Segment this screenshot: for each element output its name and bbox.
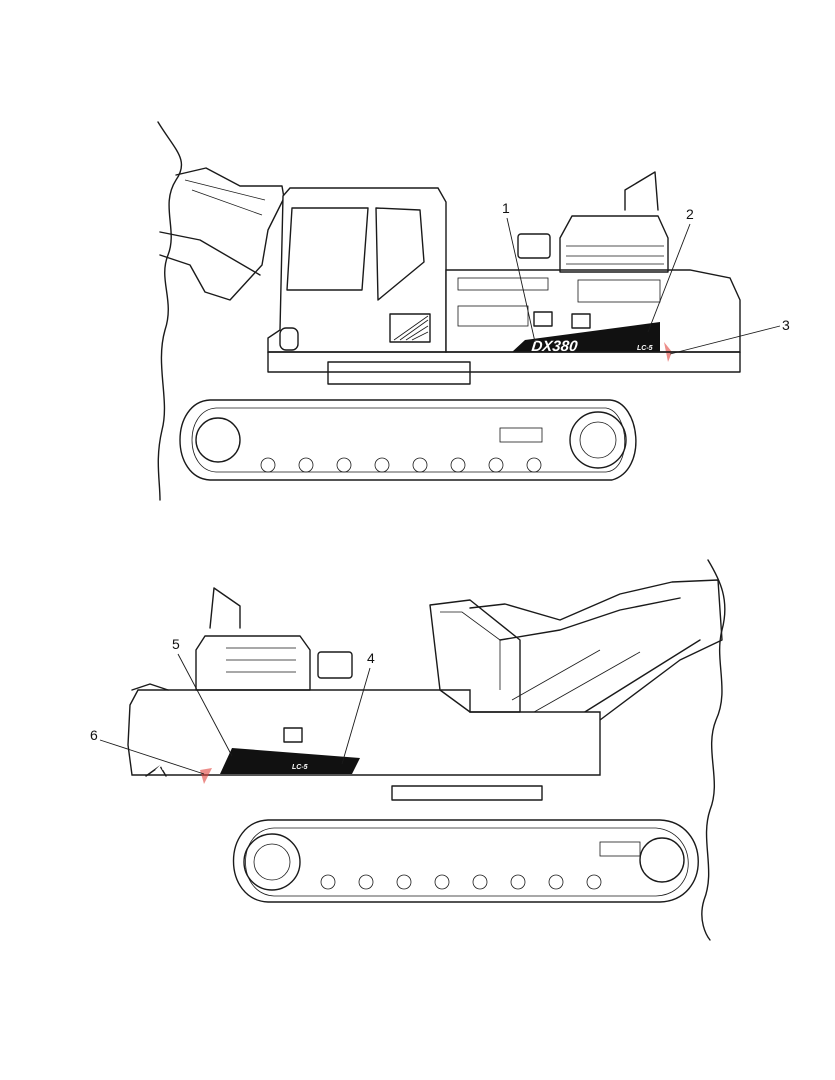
sprocket-bottom <box>243 833 301 891</box>
cab-rear-bottom <box>429 599 521 713</box>
crawler-track-inner <box>191 407 626 473</box>
engine-cover-grille-bottom <box>226 647 296 673</box>
air-cleaner <box>517 233 551 259</box>
break-line-right <box>701 559 726 941</box>
cab-vent-hatch <box>393 315 429 341</box>
swing-bearing-bottom <box>391 785 543 801</box>
boom-cylinder <box>159 231 261 276</box>
cab-vent-grille <box>389 313 431 343</box>
svg-text:4: 4 <box>367 650 375 666</box>
model-decal-bottom-text: DX380 <box>145 757 193 774</box>
callout-1: 1 <box>502 200 536 343</box>
callout-3: 3 <box>669 317 790 355</box>
sprocket-top <box>569 411 627 469</box>
boom-lines <box>184 179 266 216</box>
idler-bottom <box>639 837 685 883</box>
svg-text:5: 5 <box>172 636 180 652</box>
handrail-bottom <box>440 611 501 690</box>
callout-4: 4 <box>341 650 375 765</box>
sprocket-hub-top <box>579 421 617 459</box>
boom-outline <box>159 167 285 301</box>
side-vent-3 <box>577 279 661 303</box>
engine-cover-grille <box>566 245 664 265</box>
sprocket-hub-bottom <box>253 843 291 881</box>
bottom-excavator-view: DX380 LC-5 4 5 6 <box>90 559 726 941</box>
track-rollers-top <box>260 457 542 473</box>
model-decal-top-text: DX380 <box>531 338 579 355</box>
side-handle-2 <box>571 313 591 329</box>
top-excavator-view: DX380 LC-5 1 2 3 <box>157 121 790 501</box>
callout-6: 6 <box>90 727 205 775</box>
callout-5: 5 <box>172 636 233 757</box>
model-decal-bottom <box>220 748 360 774</box>
swing-bearing-top <box>327 361 471 385</box>
engine-cover-bottom <box>195 635 311 691</box>
boom-top-edge <box>499 597 681 641</box>
side-vent-1 <box>457 277 549 291</box>
side-vent-2 <box>457 305 529 327</box>
svg-text:3: 3 <box>782 317 790 333</box>
model-decal-top-suffix: LC-5 <box>637 345 653 352</box>
cab-step <box>279 327 299 351</box>
track-rollers-bottom <box>320 874 602 890</box>
svg-text:1: 1 <box>502 200 510 216</box>
svg-text:2: 2 <box>686 206 694 222</box>
side-handle-bottom <box>283 727 303 743</box>
crawler-track-outline-bottom <box>232 819 699 903</box>
side-handle-1 <box>533 311 553 327</box>
engine-cover <box>559 215 669 273</box>
counterweight-lamps <box>131 683 169 777</box>
exhaust-stack-bottom <box>209 587 241 629</box>
idler-top <box>195 417 241 463</box>
boom-outline-bottom <box>469 579 723 746</box>
air-cleaner-bottom <box>317 651 353 679</box>
break-line-left <box>157 121 183 501</box>
track-frame-bracket-bottom <box>599 841 641 857</box>
cab-front-window <box>286 207 369 291</box>
model-decal-top <box>512 322 660 352</box>
exhaust-stack <box>624 171 659 211</box>
svg-text:6: 6 <box>90 727 98 743</box>
counterweight-base <box>267 351 741 373</box>
crawler-track-outline <box>179 399 637 481</box>
upper-structure-bottom <box>127 689 601 776</box>
model-decal-bottom-suffix: LC-5 <box>292 764 308 771</box>
cab-door-window <box>375 207 425 301</box>
callout-2: 2 <box>647 206 694 333</box>
crawler-track-inner-bottom <box>245 827 689 897</box>
boom-lines-bottom <box>511 649 641 721</box>
stripe-decal-bottom <box>200 768 212 784</box>
track-frame-bracket-top <box>499 427 543 443</box>
cab-body <box>267 187 447 353</box>
